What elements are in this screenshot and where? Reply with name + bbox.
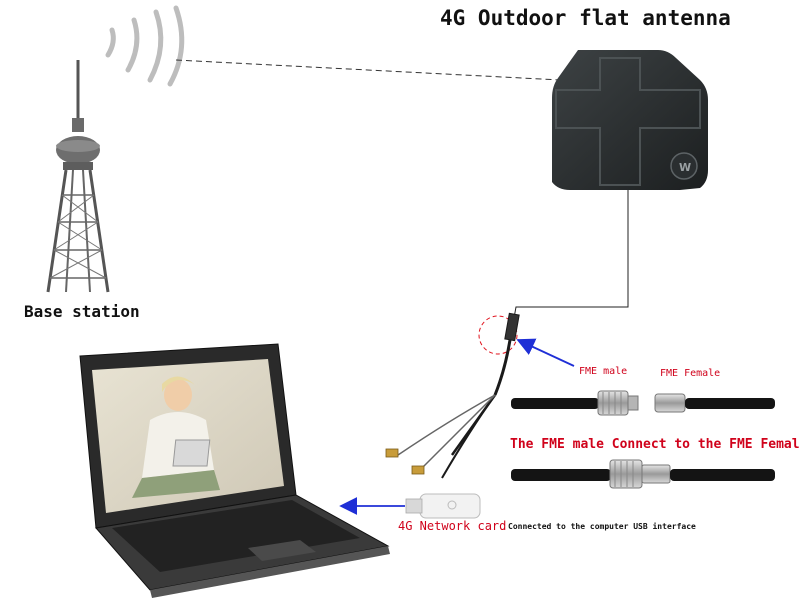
- fme-male-label: FME male: [579, 366, 628, 377]
- arrow-to-connector: [516, 338, 575, 367]
- antenna-cable: [513, 190, 629, 319]
- usb-modem-icon: [405, 493, 481, 519]
- cable-connector-icon: [385, 312, 520, 479]
- network-card-label: 4G Network card: [398, 519, 507, 533]
- fme-cables-separated: [511, 390, 775, 416]
- fme-female-label: FME Female: [660, 368, 721, 379]
- tower-icon: [46, 60, 110, 293]
- svg-text:W: W: [679, 161, 691, 174]
- fme-connector-highlight: [478, 315, 518, 355]
- usb-caption: Connected to the computer USB interface: [508, 522, 696, 531]
- wireless-link-line: [175, 59, 561, 81]
- connect-caption: The FME male Connect to the FME Female: [510, 437, 800, 452]
- signal-waves-icon: [105, 5, 185, 87]
- antenna-icon: W: [552, 50, 708, 190]
- base-station-label: Base station: [24, 302, 140, 321]
- diagram-title: 4G Outdoor flat antenna: [440, 6, 731, 30]
- laptop-icon: [79, 343, 390, 598]
- fme-cables-connected: [511, 459, 775, 489]
